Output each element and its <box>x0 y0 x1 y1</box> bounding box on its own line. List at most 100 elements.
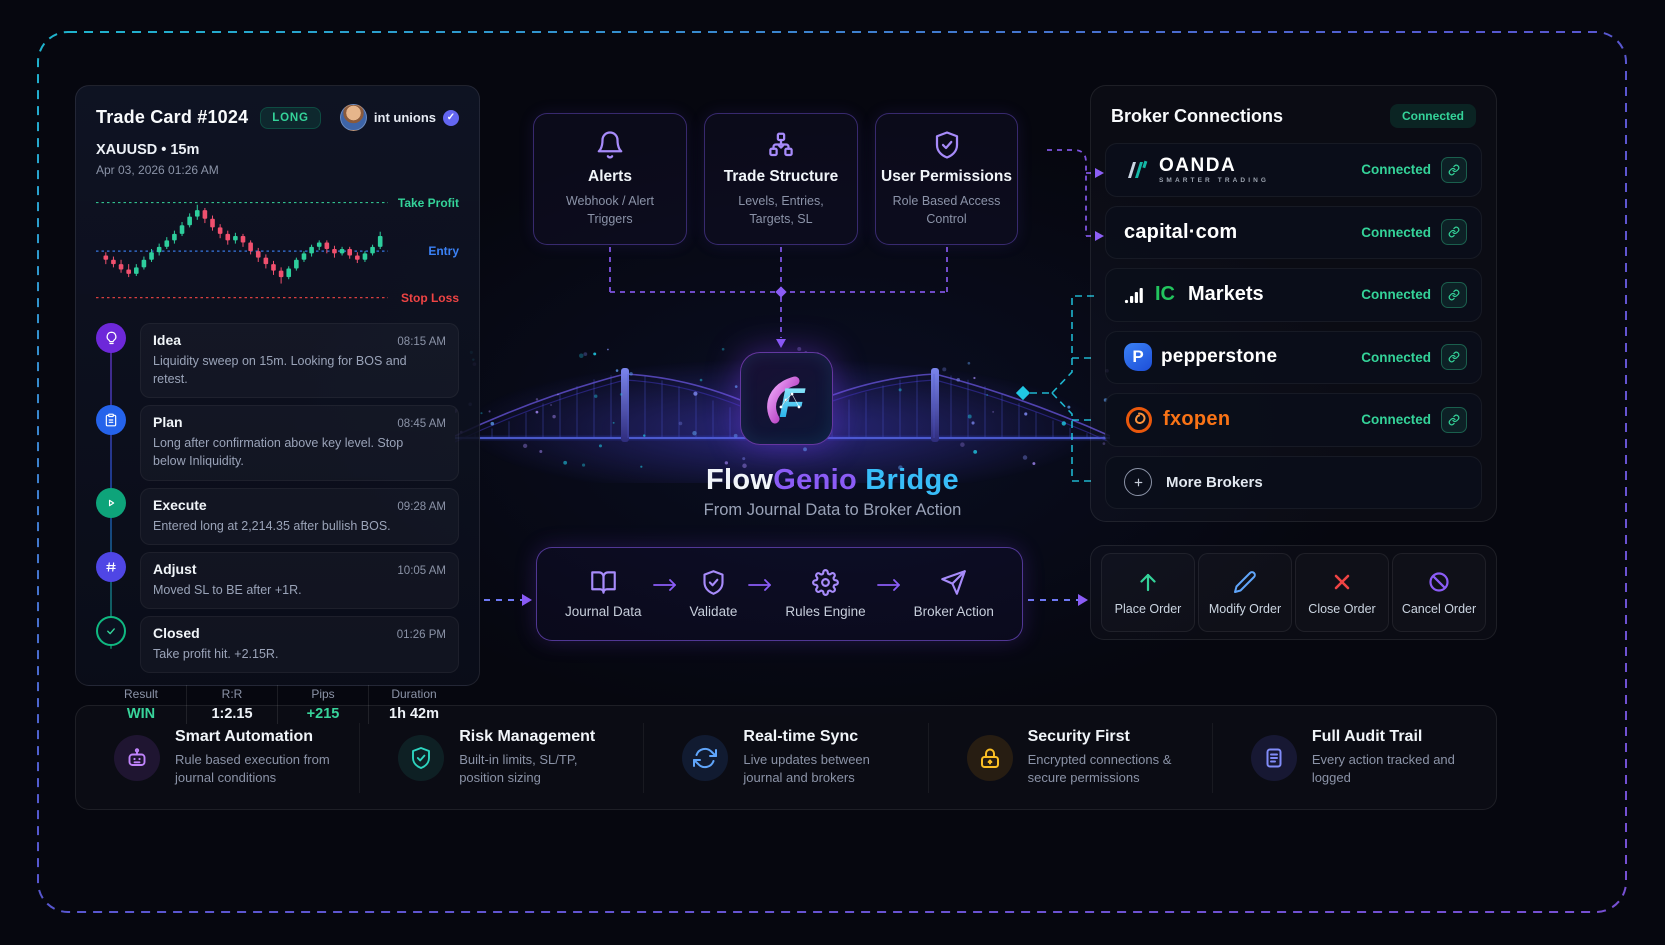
timeline-item-plan: Plan 08:45 AM Long after confirmation abo… <box>96 405 459 481</box>
svg-text:F: F <box>779 379 806 426</box>
shield-check-icon <box>700 569 727 596</box>
arrow-up-icon <box>1136 570 1160 594</box>
sync-icon <box>682 734 729 781</box>
broker-panel-title: Broker Connections <box>1111 105 1284 126</box>
hero-title-flow: Flow <box>706 464 774 496</box>
stat-value: 1h 42m <box>389 705 439 722</box>
take-profit-label: Take Profit <box>397 195 459 210</box>
hash-icon <box>96 551 126 582</box>
sitemap-icon <box>766 130 796 160</box>
timeline-desc: Liquidity sweep on 15m. Looking for BOS … <box>153 354 407 387</box>
stop-loss-label: Stop Loss <box>400 290 459 305</box>
trade-stats: Result WIN R:R 1:2.15 Pips +215 Duration… <box>96 673 459 724</box>
timeline-time: 10:05 AM <box>397 564 446 577</box>
feature-desc: Live updates between journal and brokers <box>743 751 870 785</box>
link-icon[interactable] <box>1441 219 1467 246</box>
cancel-order-button[interactable]: Cancel Order <box>1392 553 1486 632</box>
entry-label: Entry <box>428 244 459 259</box>
arrow-right-icon <box>876 579 903 591</box>
place-order-button[interactable]: Place Order <box>1101 553 1195 632</box>
card-title: User Permissions <box>881 167 1012 185</box>
oanda-logo: OANDA SMARTER TRADING <box>1124 156 1269 185</box>
timeline-time: 09:28 AM <box>397 500 446 513</box>
fxopen-mark-icon <box>1126 406 1152 433</box>
broker-panel-header: Broker Connections Connected <box>1105 102 1482 134</box>
feature-title: Risk Management <box>459 727 596 745</box>
clipboard-icon <box>96 405 126 436</box>
hero-title-bridge: Bridge <box>856 464 959 496</box>
broker-row-oanda[interactable]: OANDA SMARTER TRADING Connected <box>1105 143 1482 197</box>
order-actions-panel: Place Order Modify Order Close Order Can… <box>1090 545 1497 640</box>
feature-realtime-sync: Real-time Sync Live updates between jour… <box>643 722 927 793</box>
timeline-title: Closed <box>153 624 200 641</box>
pipeline-step-journal-data: Journal Data <box>565 569 642 619</box>
icmarkets-bars-icon <box>1124 287 1143 303</box>
card-title: Trade Structure <box>723 167 839 185</box>
broker-brand-accent: IC <box>1155 283 1175 306</box>
link-icon[interactable] <box>1441 344 1467 371</box>
broker-status: Connected <box>1361 412 1431 428</box>
timeline-time: 01:26 PM <box>396 628 446 641</box>
stat-label: Result <box>123 686 158 701</box>
avatar <box>339 104 367 131</box>
timeline-desc: Moved SL to BE after +1R. <box>153 582 302 597</box>
broker-tagline: SMARTER TRADING <box>1159 176 1270 184</box>
pipeline-label: Validate <box>689 604 738 619</box>
broker-status: Connected <box>1361 224 1431 240</box>
pipeline-step-validate: Validate <box>689 569 738 619</box>
card-alerts[interactable]: Alerts Webhook / Alert Triggers <box>533 113 687 245</box>
broker-connections-panel: Broker Connections Connected OANDA SMART… <box>1090 85 1497 522</box>
link-icon[interactable] <box>1441 406 1467 433</box>
timeline-card: Plan 08:45 AM Long after confirmation abo… <box>140 405 459 481</box>
timeline-time: 08:45 AM <box>397 418 446 431</box>
timeline-desc: Long after confirmation above key level.… <box>153 436 404 469</box>
broker-row-pepperstone[interactable]: P pepperstone Connected <box>1105 330 1482 384</box>
card-user-permissions[interactable]: User Permissions Role Based Access Contr… <box>875 113 1018 245</box>
hero-title: FlowGenio Bridge <box>0 464 1665 497</box>
flowgenio-logo: F <box>740 352 833 445</box>
check-icon <box>96 615 126 646</box>
bell-icon <box>595 130 625 160</box>
card-desc: Webhook / Alert Triggers <box>565 193 654 226</box>
broker-row-icmarkets[interactable]: IC Markets Connected <box>1105 268 1482 322</box>
candlestick-chart: Take Profit Entry Stop Loss <box>96 187 459 311</box>
more-brokers-button[interactable]: More Brokers <box>1105 455 1482 509</box>
broker-row-fxopen[interactable]: fxopen Connected <box>1105 393 1482 447</box>
order-action-label: Close Order <box>1308 601 1376 616</box>
close-order-button[interactable]: Close Order <box>1295 553 1389 632</box>
shield-check-icon <box>398 734 445 781</box>
feature-full-audit-trail: Full Audit Trail Every action tracked an… <box>1211 722 1496 793</box>
card-trade-structure[interactable]: Trade Structure Levels, Entries, Targets… <box>704 113 858 245</box>
pepperstone-mark-icon: P <box>1124 343 1152 372</box>
broker-brand: capital·com <box>1124 220 1238 243</box>
file-text-icon <box>1250 734 1297 781</box>
pepperstone-logo: P pepperstone <box>1124 343 1277 372</box>
stat-label: Pips <box>311 686 335 701</box>
stat-result: Result WIN <box>96 685 186 724</box>
ban-icon <box>1427 570 1451 594</box>
card-desc: Levels, Entries, Targets, SL <box>738 193 824 226</box>
broker-row-capitalcom[interactable]: capital·com Connected <box>1105 205 1482 259</box>
order-action-label: Place Order <box>1114 601 1182 616</box>
broker-brand: Markets <box>1188 283 1264 306</box>
user-chip[interactable]: int unions ✓ <box>339 104 459 131</box>
timeline-title: Plan <box>153 414 183 431</box>
features-strip: Smart Automation Rule based execution fr… <box>75 705 1497 810</box>
link-icon[interactable] <box>1441 281 1467 308</box>
hero-title-genio: Genio <box>773 464 857 496</box>
shield-check-icon <box>932 130 962 160</box>
feature-title: Real-time Sync <box>743 727 859 745</box>
trade-card-header: Trade Card #1024 LONG int unions ✓ <box>96 104 459 131</box>
timeline-title: Idea <box>153 332 182 348</box>
broker-status: Connected <box>1361 287 1431 303</box>
broker-brand: fxopen <box>1163 408 1231 431</box>
link-icon[interactable] <box>1441 156 1467 183</box>
pipeline: Journal Data Validate Rules Engine Broke… <box>536 547 1023 641</box>
modify-order-button[interactable]: Modify Order <box>1198 553 1292 632</box>
feature-risk-management: Risk Management Built-in limits, SL/TP, … <box>359 722 643 793</box>
